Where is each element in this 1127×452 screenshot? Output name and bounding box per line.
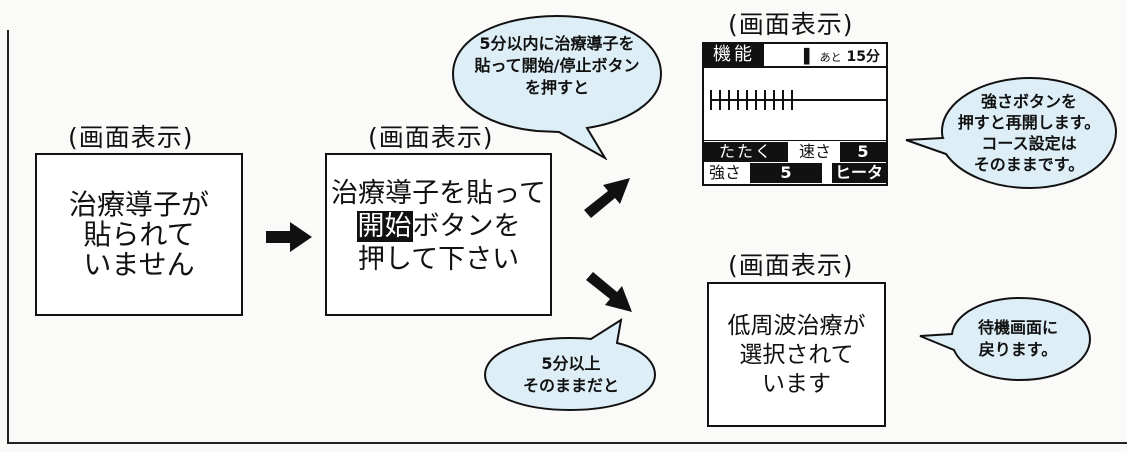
arrow-up-right-icon: [584, 178, 630, 218]
speed-value: 5: [840, 142, 886, 162]
bubble-attach-within-5min: 5分以内に治療導子を 貼って開始/停止ボタン を押すと: [455, 18, 659, 114]
speech-bubble-shape: [905, 76, 1118, 190]
screen4-line: 低周波治療が: [727, 313, 866, 339]
screen-standby: 低周波治療が 選択されて います: [707, 282, 886, 427]
arrow-right-icon: [266, 222, 312, 252]
lcd-separator: [704, 140, 886, 141]
intensity-tick: [782, 90, 784, 110]
bubble-line: そのままだと: [522, 376, 619, 395]
meter-baseline: [710, 99, 888, 101]
screen2-line2-rest: ボタンを: [412, 211, 521, 242]
screen4-caption: (画面表示): [728, 251, 854, 280]
lcd-mode-label: 機能: [704, 44, 764, 66]
bubble-line: を押すと: [524, 78, 589, 97]
strength-value: 5: [750, 163, 822, 183]
speech-bubble-shape: [919, 296, 1092, 382]
screen1-line: いません: [83, 248, 195, 281]
arrow-down-right-icon: [586, 272, 632, 312]
screen1-line: 治療導子が: [68, 188, 209, 221]
bubble-resume-strength: 強さボタンを 押すと再開します。 コース設定は そのままです。: [946, 84, 1112, 182]
lcd-row-technique: たたく 速さ 5: [704, 142, 886, 162]
strength-label: 強さ: [708, 163, 741, 182]
heater-label: ヒータ: [832, 163, 886, 183]
start-highlight: 開始: [356, 211, 413, 242]
speech-bubble-shape: [483, 318, 657, 412]
intensity-tick: [746, 90, 748, 110]
screen4-message: 低周波治療が 選択されて います: [709, 312, 884, 399]
speed-label: 速さ: [798, 142, 831, 161]
intensity-tick: [719, 90, 721, 110]
screen2-line1: 治療導子を貼って: [331, 178, 546, 209]
lcd-row-strength: 強さ 5 ヒータ: [704, 163, 886, 183]
intensity-tick: [728, 90, 730, 110]
speech-bubble-shape: [451, 14, 663, 160]
bubble-line: 貼って開始/停止ボタン: [474, 56, 640, 75]
screen-attach-prompt: 治療導子を貼って 開始ボタンを 押して下さい: [325, 153, 552, 316]
remaining-prefix: あと: [819, 51, 842, 64]
intensity-tick: [791, 90, 793, 110]
bubble-over-5min: 5分以上 そのままだと: [487, 340, 655, 410]
screen-not-attached: 治療導子が 貼られて いません: [35, 153, 243, 316]
battery-icon: ▌: [803, 49, 815, 65]
bubble-line: 戻ります。: [978, 340, 1058, 359]
lcd-treatment-screen: 機能 ▌ あと 15分 たたく 速さ 5 強さ 5 ヒータ: [702, 42, 888, 186]
intensity-tick: [773, 90, 775, 110]
bubble-line: 5分以上: [541, 354, 601, 373]
lcd-remaining-time: ▌ あと 15分: [804, 46, 880, 66]
intensity-meter: [710, 90, 888, 110]
bubble-line: 強さボタンを: [980, 92, 1077, 111]
frame-left-line: [7, 30, 9, 444]
screen2-line3: 押して下さい: [357, 244, 520, 275]
intensity-tick: [755, 90, 757, 110]
bubble-line: 5分以内に治療導子を: [479, 34, 635, 53]
screen3-caption: (画面表示): [728, 10, 854, 39]
screen2-line2: 開始ボタンを: [327, 210, 550, 243]
lcd-separator: [704, 66, 886, 68]
screen2-caption: (画面表示): [368, 123, 494, 152]
frame-bottom-line: [7, 442, 1127, 444]
screen1-message: 治療導子が 貼られて いません: [37, 190, 241, 280]
bubble-line: 待機画面に: [977, 318, 1058, 337]
bubble-line: コース設定は: [981, 134, 1077, 153]
intensity-tick: [764, 90, 766, 110]
intensity-tick: [710, 90, 712, 110]
screen2-message: 治療導子を貼って 開始ボタンを 押して下さい: [327, 177, 550, 276]
intensity-tick: [737, 90, 739, 110]
screen1-line: 貼られて: [83, 218, 195, 251]
lcd-top-row: 機能 ▌ あと 15分: [704, 44, 886, 68]
screen4-line: います: [762, 371, 831, 397]
bubble-line: 押すと再開します。: [957, 113, 1101, 132]
remaining-value: 15分: [846, 49, 880, 65]
screen4-line: 選択されて: [739, 342, 854, 368]
bubble-line: そのままです。: [973, 155, 1085, 174]
technique-value: たたく: [704, 142, 788, 162]
bubble-return-standby: 待機画面に 戻ります。: [948, 302, 1088, 376]
screen1-caption: (画面表示): [68, 123, 194, 152]
